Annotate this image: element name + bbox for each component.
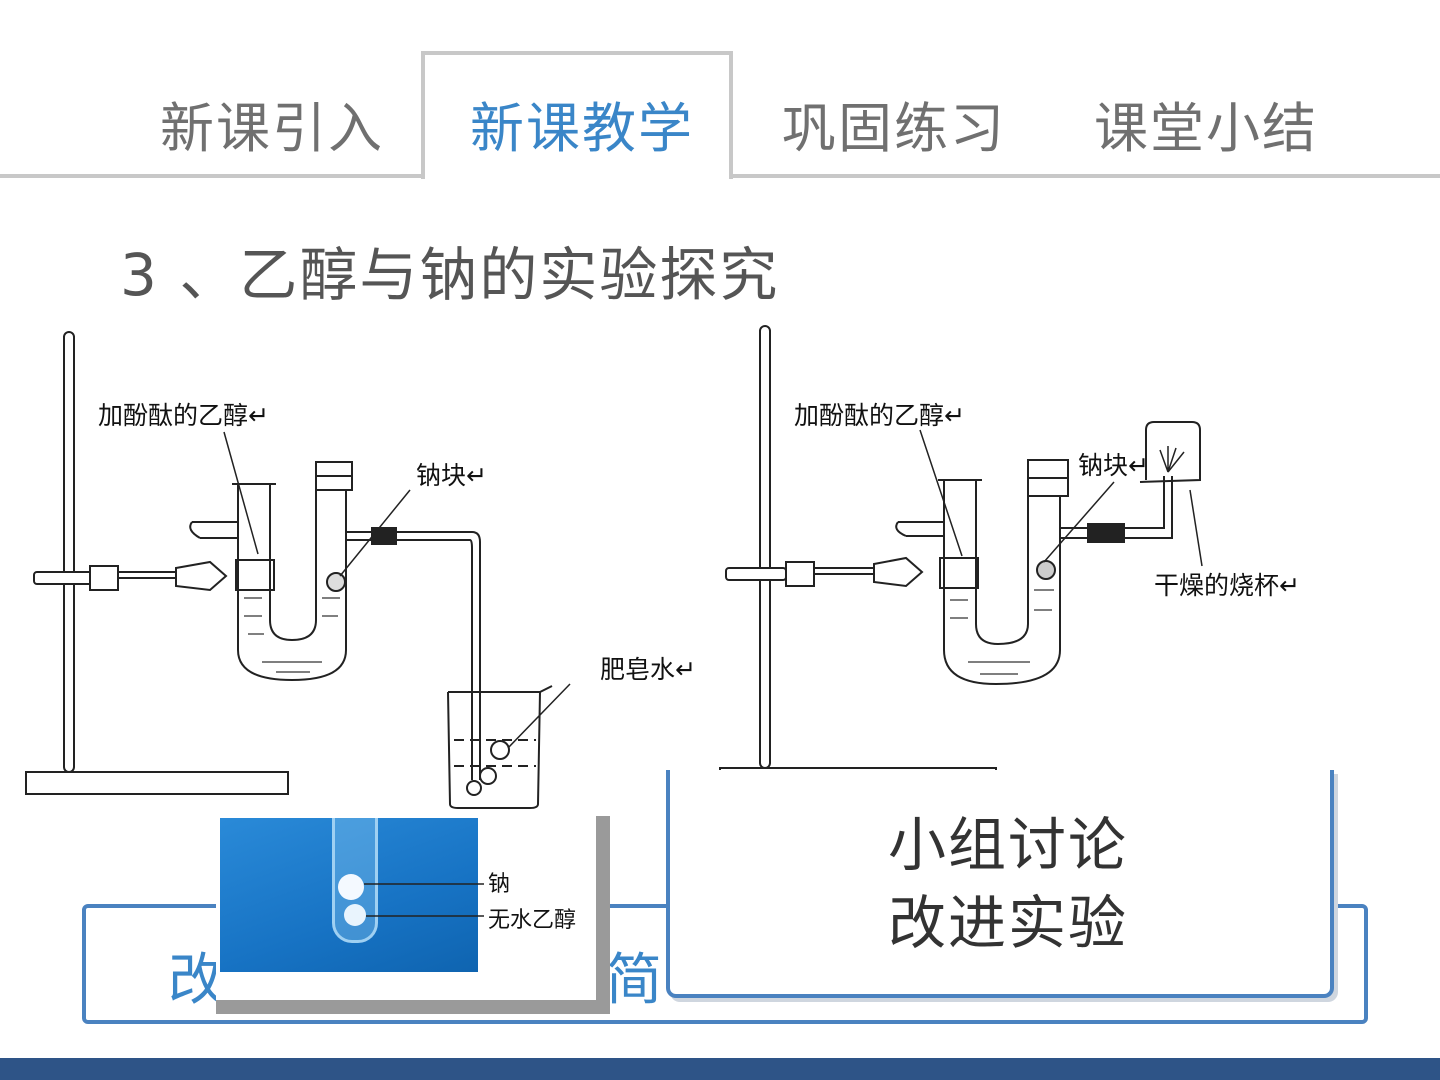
label-right-ethanol: 加酚酞的乙醇↵ [794, 401, 965, 430]
right-apparatus [719, 325, 1203, 795]
photo-label-ethanol: 无水乙醇 [488, 908, 577, 933]
apparatus-diagrams: 加酚酞的乙醇↵ 钠块↵ 肥皂水↵ 加酚酞的乙醇↵ 钠块↵ 干燥的烧杯↵ [25, 325, 1300, 809]
page-title: 3 、乙醇与钠的实验探究 [120, 241, 780, 309]
tab-practice[interactable]: 巩固练习 [782, 97, 1006, 160]
discussion-card [666, 770, 1334, 998]
label-left-ethanol: 加酚酞的乙醇↵ [98, 401, 269, 430]
label-left-soap: 肥皂水↵ [600, 655, 696, 684]
test-tube-photo [220, 818, 478, 972]
label-right-sodium: 钠块↵ [1078, 451, 1149, 480]
box-text-left: 改 [168, 948, 224, 1013]
left-apparatus [25, 331, 571, 809]
footer-bar [0, 1058, 1440, 1080]
photo-frame: 钠 无水乙醇 [216, 816, 596, 1000]
card-line-1: 小组讨论 [888, 811, 1129, 879]
label-left-sodium: 钠块↵ [416, 461, 487, 490]
label-right-beaker: 干燥的烧杯↵ [1154, 571, 1300, 600]
box-text-right: 简 [606, 948, 662, 1013]
photo-label-sodium: 钠 [488, 872, 511, 897]
active-tab-frame [421, 51, 733, 179]
sodium-lump-icon [344, 904, 366, 926]
tab-summary[interactable]: 课堂小结 [1094, 97, 1318, 160]
photo-shadow: 钠 无水乙醇 [216, 816, 610, 1014]
photo-leaders [364, 883, 484, 917]
card-line-2: 改进实验 [888, 889, 1129, 957]
tab-teaching[interactable]: 新课教学 [470, 97, 694, 160]
sodium-lump-icon [338, 874, 364, 900]
tab-intro[interactable]: 新课引入 [160, 97, 384, 160]
